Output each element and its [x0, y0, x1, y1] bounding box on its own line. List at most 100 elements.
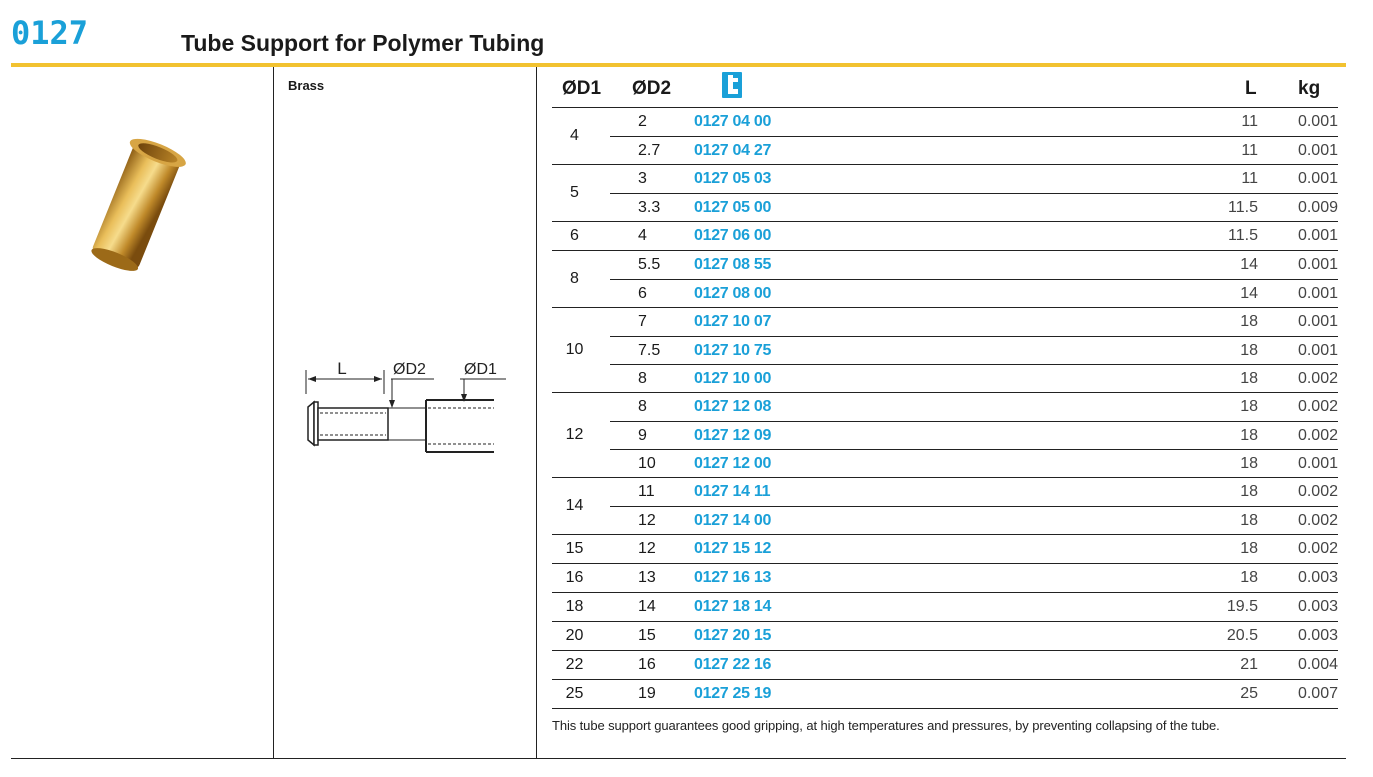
- cell-article-number: 0127 18 14: [694, 598, 772, 615]
- cell-article-number: 0127 08 55: [694, 256, 772, 273]
- cell-length: 18: [1240, 342, 1258, 359]
- cell-article-number: 0127 06 00: [694, 227, 772, 244]
- cell-d2: 11: [638, 483, 655, 500]
- product-photo: [40, 110, 240, 300]
- material-label: Brass: [288, 78, 325, 93]
- cell-d1: 25: [565, 685, 584, 702]
- cell-d2: 7: [638, 313, 647, 330]
- cell-d2: 3.3: [638, 199, 661, 216]
- cell-d1: 15: [565, 540, 584, 557]
- cell-length: 14: [1240, 256, 1258, 273]
- cell-length: 11: [1241, 142, 1258, 159]
- cell-article-number: 0127 05 00: [694, 199, 772, 216]
- cell-length: 21: [1240, 656, 1258, 673]
- cell-d1: 12: [565, 426, 584, 443]
- cell-d1: 22: [565, 656, 584, 673]
- product-table: ØD1 ØD2 L kg 4 2 0127 04 00 11 0.001 2.7 0127 …: [552, 72, 1338, 709]
- diagram-label-l: L: [337, 359, 346, 378]
- cell-article-number: 0127 04 00: [694, 113, 772, 130]
- cell-d2: 8: [638, 370, 647, 387]
- cell-article-number: 0127 10 00: [694, 370, 772, 387]
- cell-weight: 0.003: [1297, 569, 1338, 586]
- cell-weight: 0.002: [1297, 370, 1338, 387]
- cell-article-number: 0127 14 11: [694, 483, 771, 500]
- cell-weight: 0.001: [1297, 113, 1338, 130]
- article-number-icon: [722, 72, 742, 98]
- cell-d2: 5.5: [638, 256, 661, 273]
- cell-weight: 0.001: [1297, 142, 1338, 159]
- cell-weight: 0.009: [1297, 199, 1338, 216]
- cell-d2: 7.5: [638, 342, 661, 359]
- cell-d2: 19: [638, 685, 656, 702]
- cell-length: 20.5: [1226, 627, 1258, 644]
- header-d2: ØD2: [632, 78, 672, 99]
- column-divider: [273, 67, 274, 759]
- cell-d2: 13: [638, 569, 656, 586]
- cell-weight: 0.002: [1297, 540, 1338, 557]
- cell-d2: 3: [638, 170, 647, 187]
- cell-length: 18: [1240, 313, 1258, 330]
- cell-article-number: 0127 08 00: [694, 285, 772, 302]
- cell-d2: 9: [638, 427, 647, 444]
- cell-length: 18: [1240, 569, 1258, 586]
- header-d1: ØD1: [562, 78, 602, 99]
- cell-d1: 4: [570, 127, 579, 144]
- diagram-label-d2: ØD2: [393, 361, 426, 378]
- cell-length: 18: [1240, 540, 1258, 557]
- cell-d1: 6: [570, 227, 579, 244]
- cell-article-number: 0127 10 07: [694, 313, 772, 330]
- cell-length: 11: [1241, 113, 1258, 130]
- cell-d2: 4: [638, 227, 647, 244]
- cell-weight: 0.003: [1297, 598, 1338, 615]
- cell-length: 19.5: [1226, 598, 1258, 615]
- cell-weight: 0.001: [1297, 227, 1338, 244]
- cell-article-number: 0127 15 12: [694, 540, 772, 557]
- table-row: 2 0127 04 00 11 0.001: [610, 108, 1338, 136]
- cell-weight: 0.003: [1297, 627, 1338, 644]
- page-title: Tube Support for Polymer Tubing: [181, 30, 545, 56]
- cell-d2: 15: [638, 627, 656, 644]
- cell-length: 14: [1240, 285, 1258, 302]
- cell-weight: 0.001: [1297, 313, 1338, 330]
- cell-d1: 20: [565, 627, 584, 644]
- cell-d1: 5: [570, 184, 579, 201]
- cell-d1: 18: [565, 598, 584, 615]
- cell-weight: 0.001: [1297, 342, 1338, 359]
- table-row: 7 0127 10 07 18 0.001: [610, 308, 1338, 336]
- cell-d2: 2: [638, 113, 647, 130]
- cell-article-number: 0127 25 19: [694, 685, 772, 702]
- cell-article-number: 0127 16 13: [694, 569, 772, 586]
- cell-d2: 8: [638, 398, 647, 415]
- cell-article-number: 0127 12 09: [694, 427, 772, 444]
- product-code: 0127: [11, 14, 89, 52]
- cell-d2: 6: [638, 285, 647, 302]
- header-divider: [11, 63, 1346, 67]
- cell-d2: 2.7: [638, 142, 661, 159]
- header-weight: kg: [1298, 78, 1321, 99]
- table-header: ØD1 ØD2 L kg: [552, 72, 1338, 108]
- cell-weight: 0.004: [1297, 656, 1338, 673]
- cell-d2: 12: [638, 512, 656, 529]
